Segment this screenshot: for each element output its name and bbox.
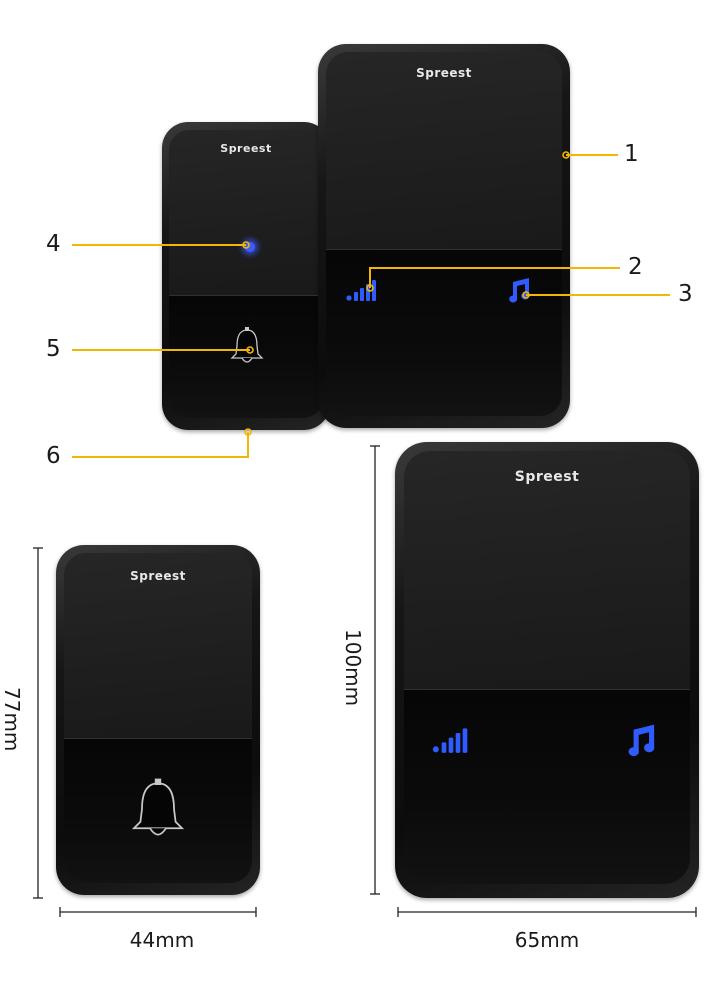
music-note-icon [628, 724, 655, 757]
music-note-icon [509, 278, 530, 303]
callout-number-1: 1 [624, 141, 639, 167]
callout-number-2: 2 [628, 254, 643, 280]
dimension-large-height: 100mm [341, 629, 365, 707]
brand-logo: Spreest [416, 66, 472, 80]
dimension-small-height: 77mm [0, 687, 24, 752]
doorbell-receiver-top: Spreest [318, 44, 570, 428]
dimension-line-small-height [33, 547, 43, 899]
callout-number-5: 5 [46, 336, 61, 362]
callout-number-4: 4 [46, 231, 61, 257]
led-indicator-icon [245, 242, 255, 252]
dimension-line-small-width [59, 907, 257, 917]
doorbell-receiver-dimensioned: Spreest [395, 442, 699, 898]
callout-number-6: 6 [46, 443, 61, 469]
dimension-line-large-width [397, 907, 697, 917]
dimension-small-width: 44mm [129, 928, 195, 952]
brand-logo: Spreest [514, 469, 580, 485]
brand-logo: Spreest [220, 142, 272, 155]
callout-number-3: 3 [678, 281, 693, 307]
bell-icon [131, 778, 185, 836]
brand-logo: Spreest [130, 569, 186, 583]
doorbell-button-dimensioned: Spreest [56, 545, 260, 895]
dimension-large-width: 65mm [514, 928, 580, 952]
dimension-line-large-height [370, 445, 380, 895]
signal-icon [432, 728, 468, 753]
